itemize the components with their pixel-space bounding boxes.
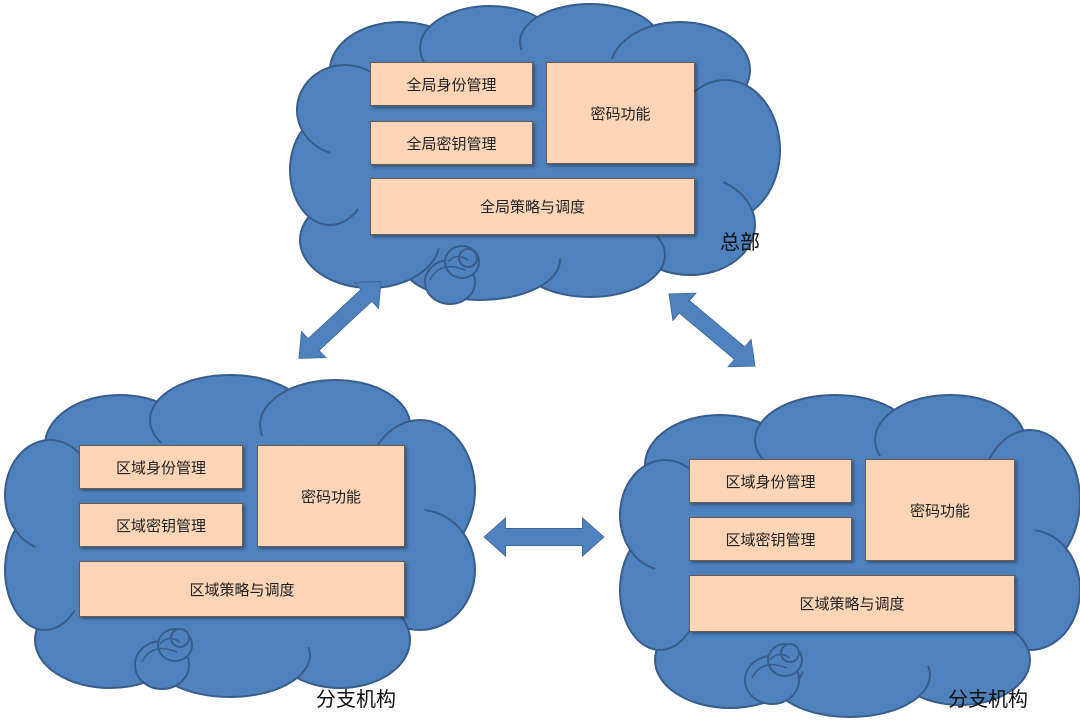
arrow-hq-left-branch — [298, 281, 382, 359]
headquarters-cloud — [289, 3, 781, 305]
left-branch-label: 分支机构 — [316, 687, 396, 711]
hq-identity-box: 全局身份管理 — [370, 62, 533, 106]
hq-crypto-box: 密码功能 — [546, 62, 695, 164]
arrow-hq-right-branch — [668, 292, 756, 368]
right-key-box: 区域密钥管理 — [689, 517, 852, 561]
right-crypto-box: 密码功能 — [865, 459, 1015, 561]
arrow-left-right-branch — [483, 516, 605, 558]
right-policy-box: 区域策略与调度 — [689, 575, 1015, 632]
left-identity-box: 区域身份管理 — [79, 445, 243, 489]
right-identity-box: 区域身份管理 — [689, 459, 852, 503]
left-key-box: 区域密钥管理 — [79, 503, 243, 547]
hq-label: 总部 — [720, 230, 760, 254]
hq-policy-box: 全局策略与调度 — [370, 178, 695, 235]
hq-key-box: 全局密钥管理 — [370, 121, 533, 165]
left-policy-box: 区域策略与调度 — [79, 561, 405, 617]
left-crypto-box: 密码功能 — [257, 445, 405, 547]
right-branch-label: 分支机构 — [948, 687, 1028, 711]
